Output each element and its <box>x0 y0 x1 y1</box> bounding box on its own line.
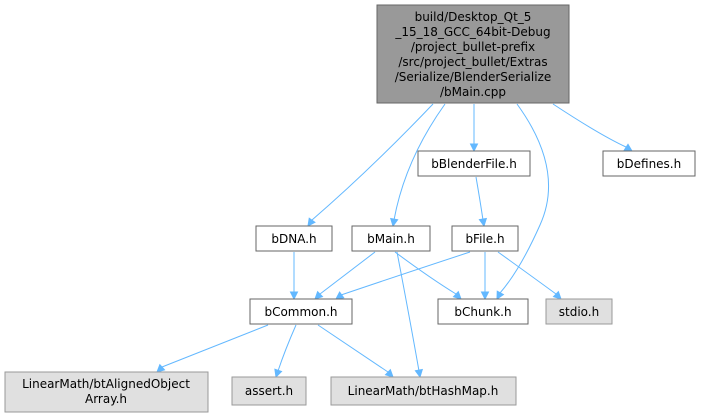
edge-arrowhead <box>384 368 394 378</box>
node-btalignedobjectarray-h[interactable]: LinearMath/btAlignedObject Array.h <box>4 371 209 413</box>
edge-arrowhead <box>496 290 505 300</box>
node-bcommon-h[interactable]: bCommon.h <box>249 298 353 325</box>
edge-arrowhead <box>623 143 633 152</box>
edge-bCommon-to-btAlignedObjectArray <box>161 324 269 368</box>
node-bmain-cpp[interactable]: build/Desktop_Qt_5 _15_18_GCC_64bit-Debu… <box>376 4 570 104</box>
node-bmain-h[interactable]: bMain.h <box>351 225 431 252</box>
edge-bMain-to-btHashMap <box>396 251 420 372</box>
edge-root-to-bMain <box>393 103 446 221</box>
node-label: bMain.h <box>367 232 415 246</box>
edge-arrowhead <box>274 368 283 379</box>
edge-bFile-to-bCommon <box>340 251 471 296</box>
graph-edges <box>156 103 633 379</box>
edge-arrowhead <box>469 143 479 153</box>
edge-arrowhead <box>307 217 316 227</box>
edge-arrowhead <box>480 291 490 301</box>
root-line-6: /bMain.cpp <box>440 85 506 99</box>
edge-arrowhead <box>289 291 299 301</box>
edge-bFile-to-stdio <box>497 251 557 295</box>
edge-bCommon-to-btHashMap <box>317 324 389 373</box>
node-label-line-2: Array.h <box>85 392 127 406</box>
node-label: bChunk.h <box>454 305 511 319</box>
node-label: bDNA.h <box>271 232 316 246</box>
edge-root-to-bDefines <box>552 103 627 148</box>
edge-arrowhead <box>552 290 562 300</box>
root-line-1: build/Desktop_Qt_5 <box>415 10 532 24</box>
root-line-2: _15_18_GCC_64bit-Debug <box>394 25 550 39</box>
edge-bBlenderFile-to-bFile <box>475 176 484 221</box>
edge-bMain-to-bChunk <box>394 251 457 295</box>
node-label: stdio.h <box>559 305 599 319</box>
edge-arrowhead <box>390 217 399 228</box>
node-label: LinearMath/btHashMap.h <box>348 384 499 398</box>
node-stdio-h[interactable]: stdio.h <box>545 298 613 325</box>
node-label: bBlenderFile.h <box>431 157 517 171</box>
edge-bMain-to-bCommon <box>319 251 376 295</box>
node-bblenderfile-h[interactable]: bBlenderFile.h <box>417 150 531 177</box>
node-label: bCommon.h <box>264 305 337 319</box>
edge-arrowhead <box>414 368 424 379</box>
node-label: bFile.h <box>465 232 504 246</box>
node-bchunk-h[interactable]: bChunk.h <box>437 298 529 325</box>
edge-arrowhead <box>478 217 488 228</box>
node-assert-h[interactable]: assert.h <box>231 376 307 406</box>
edge-root-to-bChunk <box>499 103 550 294</box>
node-label-line-1: LinearMath/btAlignedObject <box>22 377 190 391</box>
edge-arrowhead <box>335 291 345 300</box>
edge-arrowhead <box>314 290 324 300</box>
node-bdna-h[interactable]: bDNA.h <box>255 225 333 252</box>
edge-arrowhead <box>452 290 462 300</box>
edge-arrowhead <box>156 363 166 373</box>
node-label: bDefines.h <box>617 157 681 171</box>
root-line-3: /project_bullet-prefix <box>411 40 535 54</box>
root-line-4: /src/project_bullet/Extras <box>398 55 547 69</box>
node-bthashmap-h[interactable]: LinearMath/btHashMap.h <box>330 376 517 406</box>
node-bfile-h[interactable]: bFile.h <box>451 225 519 252</box>
edge-root-to-bDNA <box>311 103 434 221</box>
root-line-5: /Serialize/BlenderSerialize <box>395 70 552 84</box>
node-label: assert.h <box>245 384 293 398</box>
edge-bCommon-to-assert <box>277 324 297 372</box>
node-bdefines-h[interactable]: bDefines.h <box>602 150 696 177</box>
